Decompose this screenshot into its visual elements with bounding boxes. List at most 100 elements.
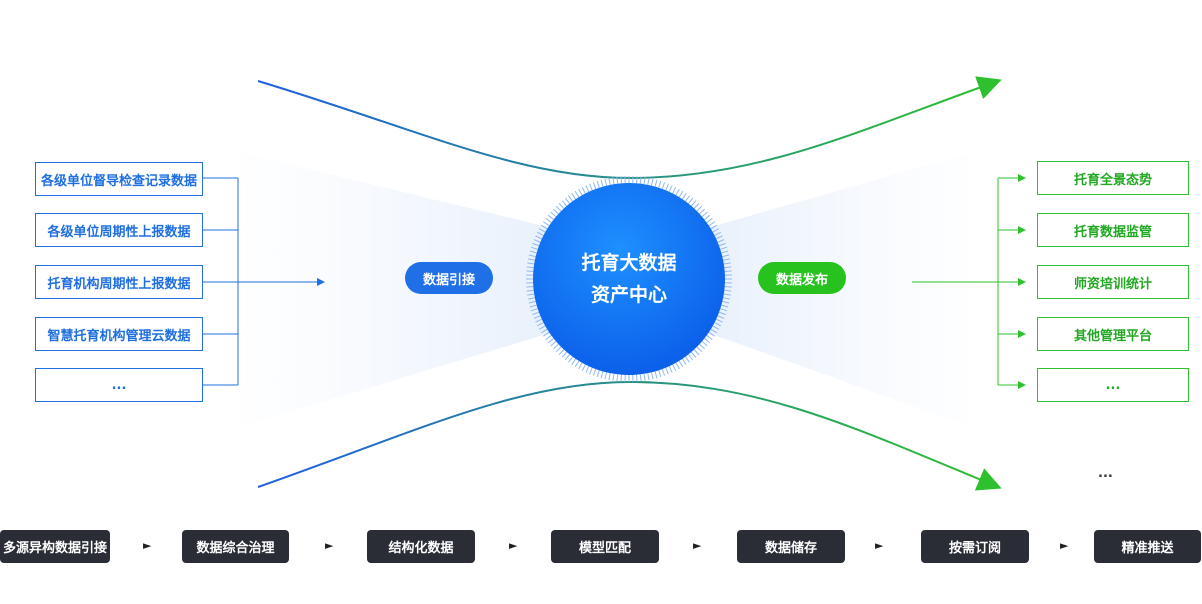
hub-halo-tick [545, 335, 552, 340]
hub-halo-tick [527, 262, 535, 265]
source-label: 各级单位周期性上报数据 [47, 224, 191, 240]
hub-halo-tick [545, 218, 552, 223]
hub-halo-tick [681, 193, 687, 200]
hub-halo-tick [564, 354, 570, 361]
hub-halo-tick [555, 205, 562, 212]
output-box-4: 其他管理平台 [1037, 317, 1189, 351]
output-box-1: 托育全景态势 [1037, 161, 1189, 195]
hub-halo-tick [672, 186, 677, 194]
hub-halo-tick [574, 190, 580, 198]
output-label: 其他管理平台 [1073, 328, 1152, 344]
hub-halo-tick [578, 362, 583, 370]
hub-halo-tick [536, 322, 544, 327]
hub-halo-tick [668, 365, 673, 373]
hub-halo-tick [558, 203, 565, 209]
hub-halo-tick [550, 211, 557, 218]
hub-halo-tick [658, 370, 662, 378]
hub-halo-tick [723, 262, 731, 265]
hub-halo-tick [620, 374, 622, 382]
hub-halo-tick [693, 203, 700, 209]
hub-halo-tick [553, 343, 559, 350]
hub-halo-tick [526, 289, 534, 292]
hub-title-line2: 资产中心 [590, 284, 667, 306]
hub-halo-tick [608, 177, 611, 185]
hub-halo-tick [712, 325, 720, 330]
hub-halo-tick [636, 374, 638, 382]
hub-halo-tick [530, 308, 538, 312]
hub-halo-tick [561, 351, 568, 358]
ingest-label: 数据引接 [422, 272, 475, 288]
hub-halo-tick [678, 360, 684, 368]
pipeline-step-label: 模型匹配 [578, 541, 631, 556]
hub-halo-tick [701, 211, 708, 218]
source-box-1: 各级单位督导检查记录数据 [35, 162, 203, 196]
hub-halo-tick [723, 258, 731, 261]
hub-halo-tick [526, 266, 534, 269]
hub-halo-tick [714, 231, 722, 236]
hub-halo-tick [681, 358, 687, 365]
hub-halo-tick [721, 304, 729, 308]
hub-halo-tick [688, 354, 694, 361]
hub-halo-tick [528, 254, 536, 258]
left-bracket [203, 177, 325, 386]
hub-halo-tick [532, 311, 540, 316]
hub-halo-tick [527, 293, 535, 296]
hub-halo-tick [696, 205, 703, 212]
hub-halo-tick [592, 182, 597, 190]
hub-halo-tick [704, 214, 711, 220]
hub-halo-tick [596, 370, 600, 378]
hub-halo-tick [647, 177, 650, 185]
hub-halo-tick [596, 180, 600, 188]
hub-halo-tick [612, 373, 615, 381]
left-glow-funnel [230, 150, 560, 430]
pipeline-step-7: 精准推送 [1094, 530, 1201, 563]
hub-halo-tick [701, 340, 708, 347]
source-box-2: 各级单位周期性上报数据 [35, 213, 203, 247]
hub-halo-tick [658, 180, 662, 188]
pipeline-arrow-icon: ► [1060, 539, 1069, 552]
output-box-3: 师资培训统计 [1037, 265, 1189, 299]
hub-halo-tick [715, 235, 723, 240]
hub-halo-tick [639, 176, 642, 184]
hub-halo-tick [699, 343, 705, 350]
hub-halo-tick [718, 311, 726, 316]
hub-halo-tick [704, 338, 711, 344]
hub-halo-tick [616, 374, 619, 382]
top-flow-curve [257, 76, 1002, 180]
pipeline-arrow-icon: ► [875, 539, 884, 552]
output-label: ... [1105, 377, 1121, 393]
hub-halo-tick [722, 254, 730, 258]
publish-pill: 数据发布 [758, 262, 846, 294]
hub-halo-tick [532, 242, 540, 247]
hub-halo-tick [720, 308, 728, 312]
hub-halo-tick [639, 374, 642, 382]
hub-halo-tick [585, 185, 590, 193]
hub-halo-tick [699, 208, 705, 215]
hub-halo-tick [561, 200, 568, 207]
hub-halo-tick [678, 190, 684, 198]
hub-halo-tick [540, 224, 548, 230]
hub-halo-tick [688, 197, 694, 204]
hub-halo-tick [724, 266, 732, 269]
hub-halo-tick [529, 304, 537, 308]
hub-halo-tick [578, 188, 583, 196]
ingest-pill: 数据引接 [405, 262, 493, 294]
pipeline-step-4: 模型匹配 [551, 530, 659, 563]
pipeline-step-2: 数据综合治理 [182, 530, 289, 563]
hub-halo-tick [710, 328, 718, 334]
hub-halo-tick [527, 297, 535, 300]
hub-halo-tick [612, 177, 615, 185]
hub-halo-tick [714, 322, 722, 327]
hub-halo-tick [717, 239, 725, 243]
bottom-flow-curve [257, 380, 1002, 491]
source-box-3: 托育机构周期性上报数据 [35, 265, 203, 299]
pipeline-arrow-icon: ► [509, 539, 518, 552]
hub-halo-tick [543, 221, 550, 227]
pipeline-arrow-icon: ► [143, 539, 152, 552]
hub-title: 托育大数据 资产中心 [533, 183, 725, 375]
hub-halo-tick [708, 331, 715, 337]
hub-halo-tick [723, 293, 731, 296]
hub-halo-tick [536, 231, 544, 236]
source-label: ... [111, 377, 127, 393]
output-label: 托育全景态势 [1073, 172, 1152, 188]
